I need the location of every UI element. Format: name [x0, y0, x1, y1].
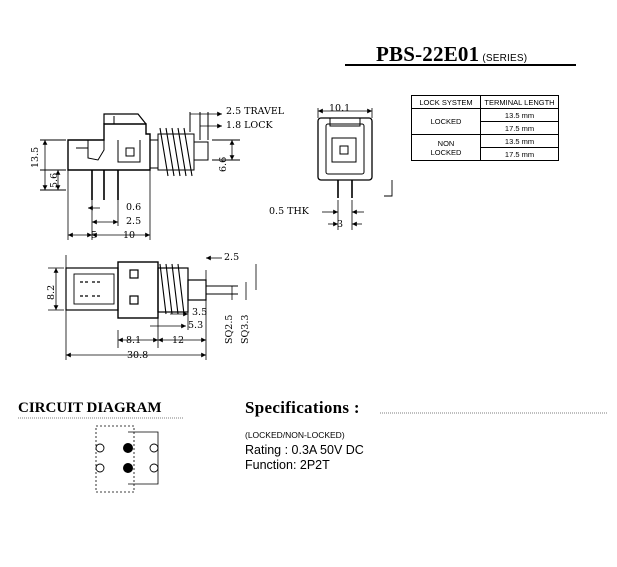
dim-height-8-2: 8.2	[46, 284, 57, 300]
part-number-title: PBS-22E01(SERIES)	[376, 42, 528, 66]
dim-3-5: 3.5	[192, 307, 208, 318]
top-view	[48, 255, 238, 360]
dim-height-6-6: 6.6	[218, 156, 229, 172]
series-label: (SERIES)	[482, 53, 528, 64]
dim-height-5-6: 5.6	[49, 172, 60, 188]
specifications-title: Specifications :	[245, 398, 360, 417]
dim-thickness: 0.5 THK	[269, 206, 309, 217]
dim-height-13-5: 13.5	[30, 146, 41, 168]
dim-3: 3	[337, 219, 344, 230]
top-view-dimensions	[53, 255, 257, 358]
circuit-diagram	[18, 417, 184, 493]
circuit-diagram-title: CIRCUIT DIAGRAM	[18, 400, 162, 416]
table-cell-length: 17.5 mm	[480, 147, 559, 161]
terminal-open-4	[149, 463, 159, 473]
specs-subtitle: (LOCKED/NON-LOCKED)	[245, 430, 345, 440]
dim-30-8: 30.8	[127, 350, 149, 361]
terminal-open-1	[95, 443, 105, 453]
terminal-common-1	[123, 443, 133, 453]
terminal-common-2	[123, 463, 133, 473]
table-row: 17.5 mm	[412, 147, 559, 161]
specs-function: Function: 2P2T	[245, 458, 330, 472]
dim-2-5-top: 2.5	[224, 252, 240, 263]
dim-10-1: 10.1	[329, 103, 351, 114]
terminal-open-3	[95, 463, 105, 473]
dim-12: 12	[172, 335, 185, 346]
dim-lock: 1.8 LOCK	[226, 120, 273, 131]
dim-5: 5	[91, 230, 98, 241]
side-view-dimensions	[42, 111, 235, 240]
dim-5-3: 5.3	[188, 320, 204, 331]
dim-10: 10	[123, 230, 136, 241]
side-view	[40, 112, 240, 200]
dim-travel: 2.5 TRAVEL	[226, 106, 285, 117]
dim-8-1: 8.1	[126, 335, 142, 346]
terminal-open-2	[149, 443, 159, 453]
terminal-length-table: LOCK SYSTEM TERMINAL LENGTH LOCKED 13.5 …	[411, 95, 559, 161]
dim-sq-2-5: SQ2.5	[224, 314, 235, 344]
dim-0-6: 0.6	[126, 202, 142, 213]
title-underline	[345, 64, 576, 66]
front-view-dimensions	[318, 108, 372, 227]
dim-2-5-side: 2.5	[126, 216, 142, 227]
specs-rating: Rating : 0.3A 50V DC	[245, 443, 364, 457]
dim-sq-3-3: SQ3.3	[240, 314, 251, 344]
